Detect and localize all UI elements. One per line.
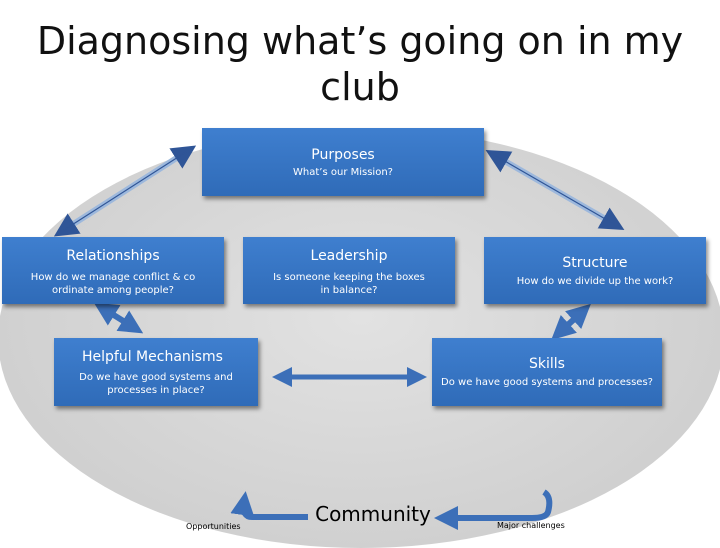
page-title: Diagnosing what’s going on in my club bbox=[36, 19, 684, 109]
arrow-structure-skills bbox=[551, 303, 591, 341]
leadership-title: Leadership bbox=[310, 248, 388, 264]
arrow-challenges-community bbox=[434, 489, 553, 530]
structure-box: Structure How do we divide up the work? bbox=[484, 237, 706, 304]
structure-title: Structure bbox=[562, 255, 628, 271]
mechanisms-subtitle: Do we have good systems and processes in… bbox=[79, 372, 233, 396]
skills-title: Skills bbox=[529, 356, 565, 372]
leadership-box: Leadership Is someone keeping the boxes … bbox=[243, 237, 455, 304]
structure-subtitle: How do we divide up the work? bbox=[516, 276, 674, 287]
relationships-subtitle: How do we manage conflict & co ordinate … bbox=[30, 272, 196, 296]
challenges-label: Major challenges bbox=[497, 521, 565, 530]
arrow-relationships-mechanisms bbox=[93, 302, 144, 334]
arrow-purposes-structure bbox=[485, 150, 625, 230]
opportunities-label: Opportunities bbox=[186, 522, 241, 531]
arrow-purposes-relationships bbox=[53, 145, 197, 237]
skills-subtitle: Do we have good systems and processes? bbox=[441, 377, 653, 388]
skills-box: Skills Do we have good systems and proce… bbox=[432, 338, 662, 406]
purposes-subtitle: What’s our Mission? bbox=[293, 167, 393, 178]
relationships-box: Relationships How do we manage conflict … bbox=[2, 237, 224, 304]
purposes-title: Purposes bbox=[311, 147, 375, 163]
purposes-box: Purposes What’s our Mission? bbox=[202, 128, 484, 196]
community-label: Community bbox=[315, 502, 431, 526]
leadership-subtitle: Is someone keeping the boxes in balance? bbox=[273, 272, 425, 296]
relationships-title: Relationships bbox=[66, 248, 160, 264]
mechanisms-title: Helpful Mechanisms bbox=[82, 349, 223, 365]
arrow-community-opportunities bbox=[230, 491, 308, 520]
mechanisms-box: Helpful Mechanisms Do we have good syste… bbox=[54, 338, 258, 406]
